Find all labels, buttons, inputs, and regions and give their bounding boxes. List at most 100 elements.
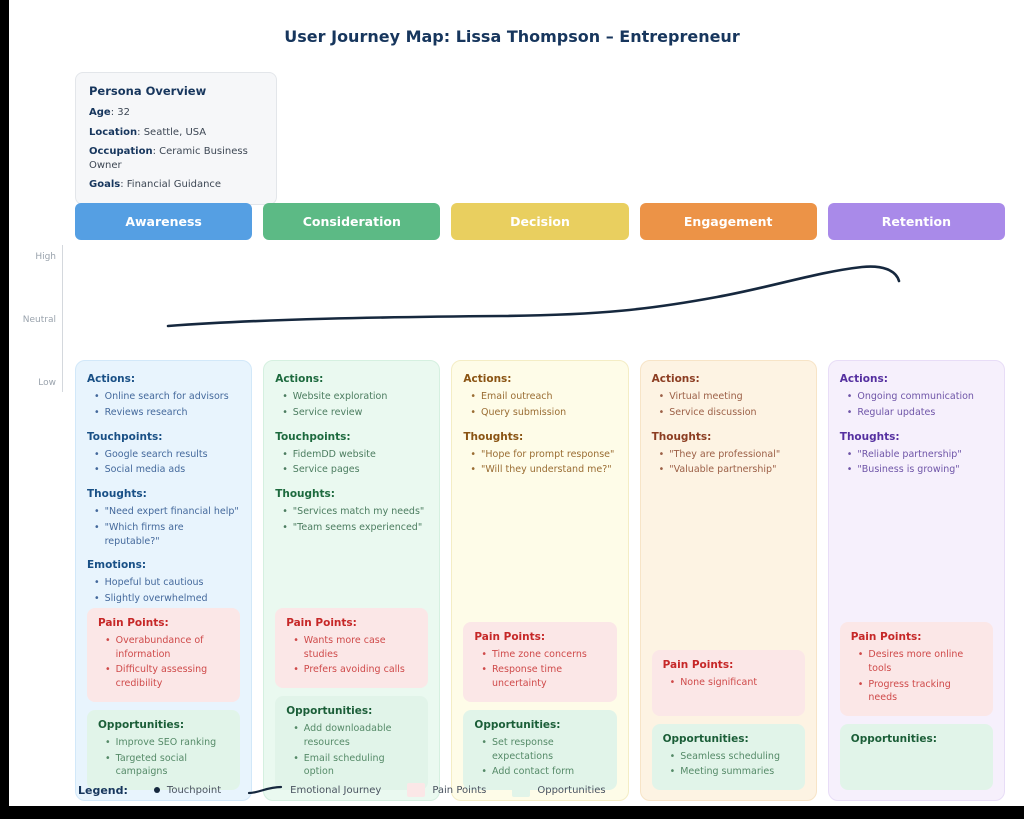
section-actions: Actions:•Website exploration•Service rev…: [275, 373, 428, 420]
emotional-journey-line: [166, 265, 901, 328]
legend-opportunities-label: Opportunities: [537, 784, 606, 796]
list-item-text: Ongoing communication: [857, 391, 974, 402]
bullet-icon: •: [470, 406, 476, 418]
list-item: • Meeting summaries: [670, 765, 794, 779]
list-item: •Set response expectations: [481, 736, 605, 764]
list-item: •Slightly overwhelmed: [94, 592, 240, 606]
bullet-icon: •: [105, 664, 111, 676]
list-item: •Google search results: [94, 448, 240, 462]
stage-header-engagement: Engagement: [639, 203, 817, 240]
persona-field-separator: :: [120, 179, 127, 190]
list-item-text: Service pages: [292, 464, 360, 476]
list-item: •Query submission: [470, 406, 616, 420]
list-item: •Wants more case studies: [293, 634, 417, 662]
stage-header-consideration: Consideration: [263, 203, 441, 240]
bullet-icon: •: [846, 448, 853, 460]
list-item-text: "Business is growing": [857, 464, 960, 476]
bullet-icon: •: [282, 406, 288, 418]
stage-panel-awareness: Actions: •Online search for advisors • Revi…: [75, 360, 253, 802]
list-item-text: Slightly overwhelmed: [104, 593, 208, 605]
legend-pain-points-label: Pain Points: [432, 784, 487, 796]
persona-field-value: Ceramic Business Owner: [89, 146, 248, 171]
section-list: •"Services match my needs"•"Team seems e…: [275, 505, 428, 535]
list-item-text: Social media ads: [104, 464, 186, 476]
list-item-text: Seamless scheduling: [680, 750, 780, 762]
opportunities-heading: Opportunities:: [98, 718, 185, 731]
list-item-text: Prefers avoiding calls: [303, 664, 405, 676]
section-actions: Actions: •Email outreach•Query submission: [463, 373, 616, 420]
list-item: •Hopeful but cautious: [94, 576, 240, 590]
list-item: •Online search for advisors: [94, 390, 240, 404]
list-item-text: "Reliable partnership": [857, 448, 962, 460]
section-emotions: Emotions:•Hopeful but cautious•Slightly …: [87, 559, 240, 606]
persona-field-label: Goals: [89, 179, 121, 190]
stage-sections: Actions:•Website exploration•Service rev…: [275, 371, 428, 537]
persona-field-label: Occupation: [89, 146, 153, 157]
bullet-icon: •: [282, 464, 288, 476]
bullet-icon: •: [669, 766, 676, 778]
legend: Legend: Touchpoint Emotional Journey Pai…: [78, 783, 606, 797]
persona-field-separator: :: [137, 126, 144, 138]
pain-points-heading: Pain Points:: [662, 658, 734, 671]
list-item-text: Regular updates: [857, 406, 936, 418]
bullet-icon: •: [857, 678, 864, 690]
persona-field-separator: :: [152, 146, 160, 157]
pain-points-heading: Pain Points:: [474, 630, 546, 643]
opportunities-box: Opportunities: •Set response expectation…: [463, 709, 617, 791]
section-list: •Google search results • Social media ads: [87, 448, 240, 478]
axis-label-high: High: [35, 252, 56, 262]
list-item-text: "Hope for prompt response": [481, 448, 615, 460]
list-item: •Prefers avoiding calls: [293, 663, 417, 677]
list-item: • Social media ads: [94, 463, 240, 477]
list-item: •Desires more online tools: [858, 648, 982, 676]
list-item-text: Meeting summaries: [680, 766, 775, 778]
list-item: •Email scheduling option: [293, 752, 417, 780]
list-item: •Overabundance of information: [105, 634, 229, 662]
bullet-icon: •: [658, 464, 665, 476]
list-item: • "Reliable partnership": [847, 448, 993, 462]
list-item-text: Website exploration: [292, 391, 388, 402]
opportunities-box: Opportunities:: [839, 724, 993, 791]
section-list: •Website exploration•Service review: [275, 390, 428, 420]
bullet-icon: •: [105, 752, 111, 764]
list-item-text: Response time uncertainty: [492, 664, 563, 690]
section-actions: Actions:•Virtual meeting•Service discuss…: [652, 373, 805, 420]
bullet-icon: •: [470, 448, 476, 460]
list-item: •Targeted social campaigns: [105, 752, 229, 780]
persona-field-separator: :: [110, 107, 118, 118]
pain-points-box: Pain Points: •Wants more case studies•Pr…: [275, 607, 429, 689]
bullet-icon: •: [658, 448, 665, 460]
list-item-text: Email scheduling option: [303, 752, 385, 778]
section-heading: Thoughts:: [839, 430, 900, 443]
list-item-text: Google search results: [104, 448, 208, 460]
list-item-text: Reviews research: [104, 406, 188, 418]
section-list: •Hopeful but cautious •Slightly overwhelm…: [87, 576, 240, 606]
stage-sections: Actions:•Ongoing communication•Regular u…: [840, 371, 993, 479]
persona-field-age: Age: 32: [89, 106, 263, 120]
section-actions: Actions:•Ongoing communication•Regular u…: [840, 373, 993, 420]
bullet-icon: •: [94, 464, 100, 476]
section-heading: Actions:: [463, 373, 512, 385]
list-item: •Add downloadable resources: [293, 722, 417, 750]
list-item-text: Overabundance of information: [115, 634, 204, 660]
emotional-journey-chart: [166, 265, 901, 328]
pain-points-list: •Wants more case studies•Prefers avoidin…: [286, 634, 417, 677]
opportunities-heading: Opportunities:: [850, 733, 937, 746]
section-thoughts: Thoughts:•"Services match my needs"•"Tea…: [275, 488, 428, 535]
persona-field-value: 32: [117, 107, 130, 118]
section-thoughts: Thoughts:•"Hope for prompt response"•"Wi…: [463, 431, 616, 478]
list-item-text: "Need expert financial help": [104, 506, 239, 518]
section-list: •Email outreach•Query submission: [463, 390, 616, 420]
section-touchpoints: Touchpoints:•Google search results•Socia…: [87, 431, 240, 478]
pain-points-heading: Pain Points:: [850, 631, 922, 644]
stages-columns: Actions: •Online search for advisors • Revi…: [75, 360, 1005, 802]
section-heading: Actions:: [839, 373, 888, 385]
bullet-icon: •: [282, 506, 288, 518]
list-item-text: Service discussion: [669, 406, 757, 418]
bullet-icon: •: [857, 649, 864, 661]
section-heading: Actions:: [87, 373, 136, 385]
list-item: •"Team seems experienced": [282, 521, 428, 535]
section-heading: Touchpoints:: [275, 430, 351, 443]
